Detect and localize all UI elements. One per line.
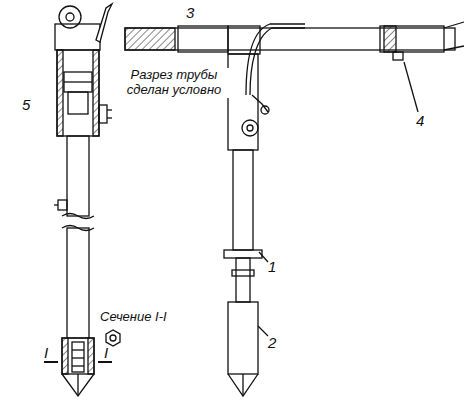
left-tool (44, 4, 120, 396)
callout-number: 3 (186, 4, 194, 21)
callout-number: 5 (22, 96, 30, 113)
section-title: Сечение I-I (98, 310, 169, 325)
section-mark: I (44, 344, 48, 361)
note-text: Разрез трубы сделан условно (116, 68, 232, 98)
section-mark: I (104, 344, 108, 361)
callout-number: 4 (416, 112, 424, 129)
callout-number: 2 (268, 334, 276, 351)
callout-number: 1 (268, 258, 276, 275)
